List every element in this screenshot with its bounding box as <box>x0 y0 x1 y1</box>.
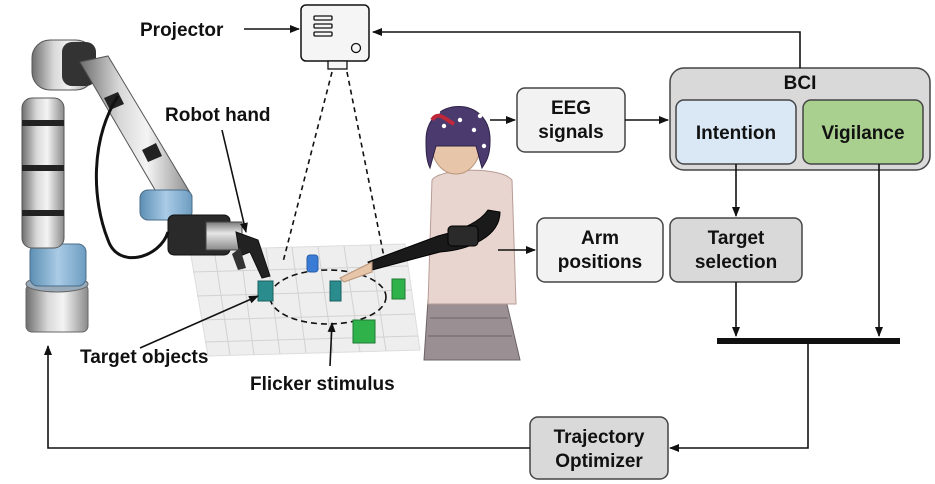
arm-positions-label-line1: Arm <box>581 228 619 249</box>
vigilance-label: Vigilance <box>821 123 904 144</box>
target-selection-label-line1: Target <box>708 228 765 249</box>
trajectory-optimizer-label-line2: Optimizer <box>555 451 643 472</box>
flicker-stimulus-label: Flicker stimulus <box>250 374 395 395</box>
robot-arm <box>21 39 271 333</box>
projector-device <box>300 4 370 70</box>
human-subject <box>339 101 521 361</box>
arm-positions-box <box>536 217 664 283</box>
projection-cone <box>282 71 386 263</box>
connector-arrows <box>44 25 883 452</box>
target-object <box>306 254 319 273</box>
fusion-bar <box>717 338 900 344</box>
eeg-signals-label-line2: signals <box>538 122 603 143</box>
target-selection-label-line2: selection <box>695 252 777 273</box>
arm-positions-label-line2: positions <box>558 252 642 273</box>
vigilance-box <box>802 99 924 165</box>
robot-hand-label: Robot hand <box>165 105 271 126</box>
target-object <box>257 280 274 302</box>
flicker-stimulus-ring <box>269 269 387 325</box>
bci-title: BCI <box>784 73 817 94</box>
intention-label: Intention <box>696 123 776 144</box>
eeg-signals-label-line1: EEG <box>551 98 591 119</box>
target-objects-label: Target objects <box>80 347 208 368</box>
target-object <box>329 280 342 302</box>
projector-label: Projector <box>140 20 224 41</box>
target-object <box>352 319 376 344</box>
trajectory-optimizer-label-line1: Trajectory <box>554 427 645 448</box>
target-object <box>391 278 406 300</box>
